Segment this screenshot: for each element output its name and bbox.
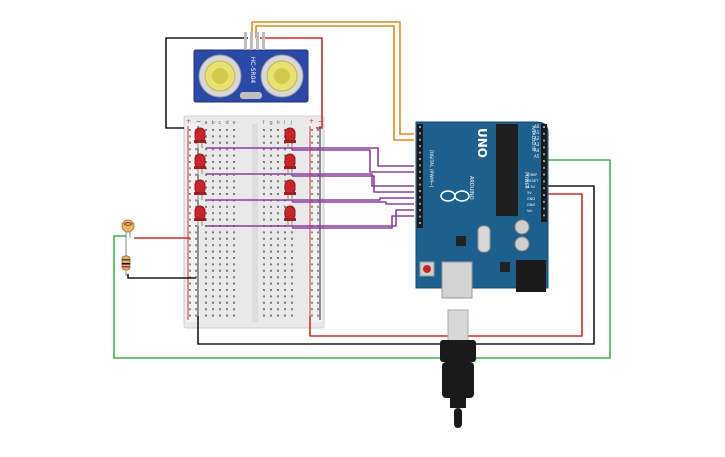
breadboard-column-letter: c [219, 120, 222, 126]
led[interactable] [194, 205, 206, 226]
wire-5v-bottom [309, 193, 583, 337]
power-pin-label: GND [527, 203, 535, 207]
breadboard-column-letter: a [205, 120, 208, 126]
rail-minus-label-right: − [318, 118, 323, 125]
wire-led-3 [206, 173, 414, 187]
power-pin-label: RESET [527, 179, 539, 183]
transducer-left [198, 54, 242, 98]
led[interactable] [194, 153, 206, 174]
rail-plus-label-right: + [309, 118, 314, 125]
analog-pin-label: A2 [534, 136, 540, 141]
ultrasonic-sensor[interactable]: HC-SR04 [193, 32, 309, 103]
breadboard-column-letter: j [290, 120, 292, 126]
arduino-brand: ARDUINO [468, 176, 474, 200]
power-header-label: POWER [523, 172, 529, 189]
power-jack[interactable] [516, 260, 546, 292]
sensor-label: HC-SR04 [249, 57, 256, 84]
breadboard-column-letter: h [277, 120, 280, 126]
analog-pin-label: A4 [534, 148, 540, 153]
led[interactable] [284, 179, 296, 200]
power-pin-label: 5V [527, 191, 532, 195]
wire-led-8 [292, 215, 414, 229]
arduino-logo-icon [440, 190, 470, 202]
led[interactable] [284, 205, 296, 226]
wire-led-7 [206, 209, 414, 227]
wire-analog-green [113, 159, 611, 359]
atmega-chip [496, 124, 518, 216]
led[interactable] [284, 153, 296, 174]
breadboard-column-letter: f [263, 120, 265, 126]
led[interactable] [284, 127, 296, 148]
resistor[interactable] [121, 248, 131, 276]
usb-cable [440, 309, 476, 428]
wire-led-6 [292, 201, 414, 205]
usb-port[interactable] [441, 261, 473, 299]
analog-header-label: ANALOG IN [530, 126, 536, 151]
power-pin-label: GND [527, 197, 535, 201]
power-pin-label: IOREF [527, 173, 537, 177]
wire-echo [255, 25, 414, 141]
power-pin-label: Vin [527, 209, 533, 213]
arduino-uno-board[interactable]: ARDUINO UNO DIGITAL (PWM~) ANALOG IN POW… [415, 121, 549, 299]
breadboard-column-letter: b [212, 120, 215, 126]
rail-minus-label: − [196, 118, 201, 125]
power-pin-label: 3.3V [527, 185, 536, 189]
breadboard-column-letter: g [270, 120, 273, 126]
transducer-right [260, 54, 304, 98]
wire-led-2 [292, 149, 414, 173]
breadboard-column-letter: d [226, 120, 229, 126]
wire-led-5 [206, 197, 414, 201]
wire-resistor-black [127, 274, 196, 279]
analog-pin-label: A0 [534, 124, 540, 129]
digital-pin-holes [419, 126, 545, 224]
wire-trig [251, 21, 414, 135]
analog-pin-label: A5 [534, 154, 540, 159]
led[interactable] [194, 179, 206, 200]
wire-sensor-gnd [165, 37, 248, 129]
rail-plus-label: + [186, 118, 191, 125]
arduino-model: UNO [475, 128, 489, 158]
analog-pin-label: A3 [534, 142, 540, 147]
led-group [194, 127, 296, 226]
wire-led-4 [292, 175, 414, 193]
led[interactable] [194, 127, 206, 148]
wire-sensor-vcc [260, 37, 323, 129]
wires [113, 21, 611, 359]
digital-header-label: DIGITAL (PWM~) [428, 150, 434, 188]
wire-gnd-bottom [197, 185, 595, 345]
photoresistor[interactable] [121, 219, 135, 248]
breadboard-column-letter: e [233, 120, 236, 126]
analog-pin-label: A1 [534, 130, 540, 135]
breadboard-column-letter: i [284, 120, 285, 126]
